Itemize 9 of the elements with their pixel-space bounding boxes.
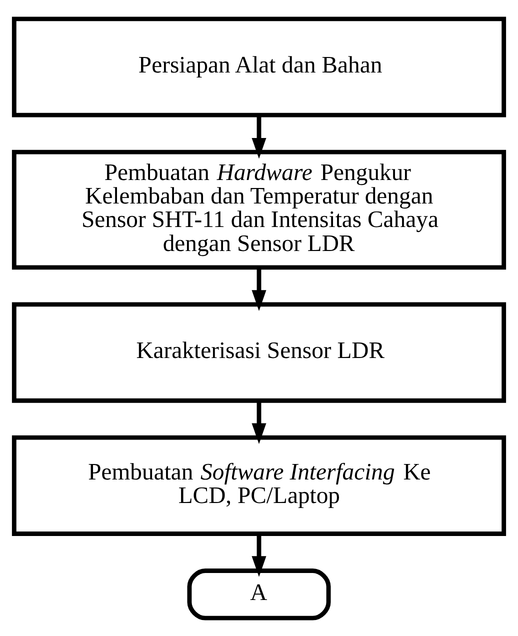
- node-box: Pembuatan Hardware Pengukur Kelembaban dan Temperatur dengan Sensor SHT-11 dan Intensitas Cahaya dengan Sensor LDR: [12, 149, 506, 270]
- arrow: [252, 533, 266, 576]
- node-box: A: [187, 568, 331, 620]
- node-box: Persiapan Alat dan Bahan: [12, 16, 506, 117]
- node-box: Karakterisasi Sensor LDR: [12, 302, 506, 402]
- node-box: Pembuatan Software Interfacing Ke LCD, PC/Laptop: [12, 434, 506, 536]
- arrow: [252, 114, 266, 158]
- arrow: [252, 267, 266, 310]
- arrow: [252, 400, 266, 444]
